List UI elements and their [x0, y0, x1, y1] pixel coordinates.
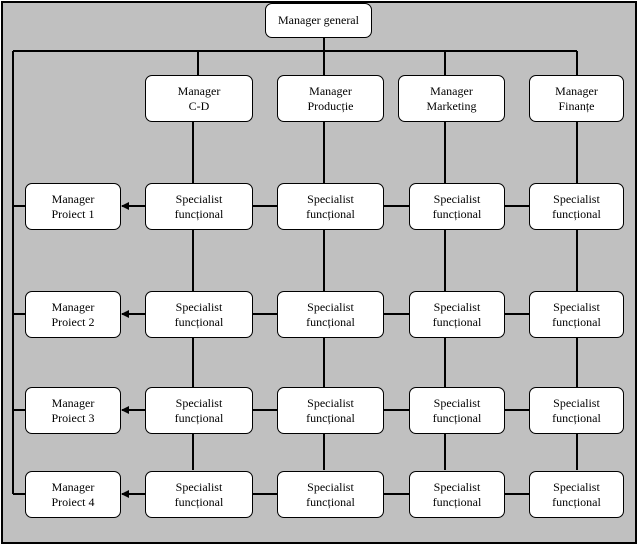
specialist-label: Specialist funcțional: [306, 395, 355, 425]
specialist-label: Specialist funcțional: [306, 191, 355, 221]
function-manager-finante-box: Manager Finanțe: [529, 75, 624, 122]
specialist-box: Specialist funcțional: [145, 291, 253, 338]
specialist-label: Specialist funcțional: [552, 191, 601, 221]
specialist-box: Specialist funcțional: [277, 387, 384, 434]
function-manager-label: Manager Marketing: [426, 83, 477, 113]
specialist-box: Specialist funcțional: [145, 387, 253, 434]
function-manager-label: Manager Producție: [307, 83, 354, 113]
function-manager-label: Manager Finanțe: [555, 83, 598, 113]
specialist-box: Specialist funcțional: [277, 183, 384, 230]
specialist-box: Specialist funcțional: [529, 291, 624, 338]
specialist-label: Specialist funcțional: [432, 479, 482, 509]
project-manager-label: Manager Proiect 1: [51, 191, 95, 221]
specialist-label: Specialist funcțional: [432, 299, 482, 329]
specialist-label: Specialist funcțional: [552, 395, 601, 425]
specialist-box: Specialist funcțional: [145, 183, 253, 230]
specialist-label: Specialist funcțional: [174, 395, 224, 425]
specialist-box: Specialist funcțional: [409, 387, 505, 434]
specialist-box: Specialist funcțional: [277, 471, 384, 518]
specialist-label: Specialist funcțional: [174, 479, 224, 509]
specialist-box: Specialist funcțional: [409, 471, 505, 518]
specialist-label: Specialist funcțional: [306, 479, 355, 509]
specialist-box: Specialist funcțional: [529, 471, 624, 518]
specialist-label: Specialist funcțional: [552, 299, 601, 329]
project-manager-4-box: Manager Proiect 4: [25, 471, 121, 518]
specialist-label: Specialist funcțional: [174, 191, 224, 221]
project-manager-1-box: Manager Proiect 1: [25, 183, 121, 230]
project-manager-2-box: Manager Proiect 2: [25, 291, 121, 338]
specialist-label: Specialist funcțional: [174, 299, 224, 329]
specialist-box: Specialist funcțional: [277, 291, 384, 338]
specialist-box: Specialist funcțional: [145, 471, 253, 518]
project-manager-3-box: Manager Proiect 3: [25, 387, 121, 434]
function-manager-productie-box: Manager Producție: [277, 75, 384, 122]
specialist-box: Specialist funcțional: [409, 291, 505, 338]
general-manager-box: Manager general: [265, 3, 372, 38]
function-manager-marketing-box: Manager Marketing: [398, 75, 505, 122]
specialist-label: Specialist funcțional: [306, 299, 355, 329]
specialist-label: Specialist funcțional: [432, 395, 482, 425]
specialist-label: Specialist funcțional: [552, 479, 601, 509]
specialist-box: Specialist funcțional: [529, 387, 624, 434]
specialist-box: Specialist funcțional: [409, 183, 505, 230]
project-manager-label: Manager Proiect 3: [51, 395, 95, 425]
function-manager-cd-box: Manager C-D: [145, 75, 253, 122]
specialist-box: Specialist funcțional: [529, 183, 624, 230]
general-manager-label: Manager general: [278, 13, 359, 27]
project-manager-label: Manager Proiect 2: [51, 299, 95, 329]
specialist-label: Specialist funcțional: [432, 191, 482, 221]
project-manager-label: Manager Proiect 4: [51, 479, 95, 509]
function-manager-label: Manager C-D: [177, 83, 221, 113]
